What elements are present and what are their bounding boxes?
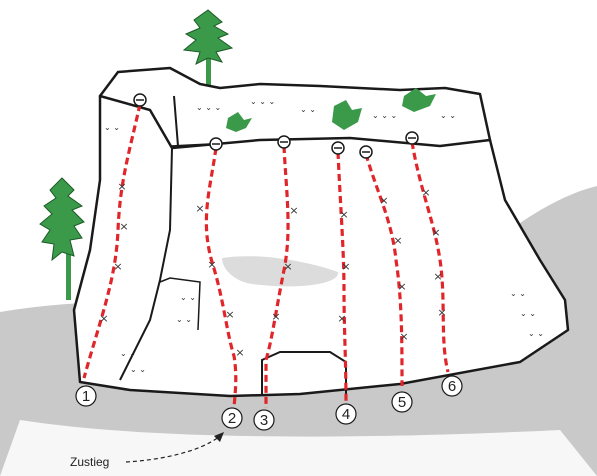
route-number-label: 3	[260, 412, 268, 429]
svg-text:⌄ ⌄: ⌄ ⌄	[300, 105, 316, 114]
bolt-marker-icon: ×	[283, 260, 292, 273]
svg-text:⌄ ⌄: ⌄ ⌄	[120, 349, 136, 358]
bolt-marker-icon: ×	[437, 306, 446, 319]
bolt-marker-icon: ×	[379, 194, 388, 207]
bolt-marker-icon: ×	[113, 260, 122, 273]
anchor-icon	[210, 138, 222, 150]
svg-text:⌄ ⌄: ⌄ ⌄	[104, 123, 120, 132]
bolt-marker-icon: ×	[225, 308, 234, 321]
bolt-marker-icon: ×	[433, 270, 442, 283]
bolt-marker-icon: ×	[195, 202, 204, 215]
svg-text:⌄ ⌄ ⌄: ⌄ ⌄ ⌄	[372, 111, 397, 120]
bolt-marker-icon: ×	[397, 280, 406, 293]
bolt-marker-icon: ×	[341, 260, 350, 273]
svg-text:⌄ ⌄ ⌄: ⌄ ⌄ ⌄	[250, 97, 275, 106]
bolt-marker-icon: ×	[393, 234, 402, 247]
svg-text:⌄ ⌄: ⌄ ⌄	[528, 329, 544, 338]
svg-text:⌄ ⌄: ⌄ ⌄	[440, 111, 456, 120]
bolt-marker-icon: ×	[99, 312, 108, 325]
route-number-label: 2	[228, 410, 236, 427]
bolt-marker-icon: ×	[119, 220, 128, 233]
bolt-marker-icon: ×	[421, 186, 430, 199]
bolt-marker-icon: ×	[339, 208, 348, 221]
anchor-icon	[278, 136, 290, 148]
bolt-marker-icon: ×	[207, 258, 216, 271]
route-number-label: 4	[342, 406, 350, 423]
anchor-icon	[332, 142, 344, 154]
svg-text:⌄ ⌄: ⌄ ⌄	[520, 309, 536, 318]
svg-text:⌄ ⌄: ⌄ ⌄	[510, 289, 526, 298]
svg-text:⌄ ⌄: ⌄ ⌄	[180, 293, 196, 302]
tree-icon	[40, 178, 84, 300]
bolt-marker-icon: ×	[235, 346, 244, 359]
route-number-label: 5	[398, 394, 406, 411]
bolt-marker-icon: ×	[399, 330, 408, 343]
anchor-icon	[134, 94, 146, 106]
bolt-marker-icon: ×	[337, 312, 346, 325]
bolt-marker-icon: ×	[117, 180, 126, 193]
bolt-marker-icon: ×	[271, 310, 280, 323]
anchor-icon	[406, 132, 418, 144]
svg-text:⌄ ⌄: ⌄ ⌄	[130, 365, 146, 374]
svg-text:⌄ ⌄ ⌄: ⌄ ⌄ ⌄	[196, 103, 221, 112]
bolt-marker-icon: ×	[289, 204, 298, 217]
route-number-label: 6	[448, 378, 456, 395]
svg-text:⌄ ⌄: ⌄ ⌄	[176, 315, 192, 324]
route-number-label: 1	[82, 388, 90, 405]
bolt-marker-icon: ×	[431, 226, 440, 239]
approach-label: Zustieg	[70, 455, 109, 469]
anchor-icon	[360, 146, 372, 158]
